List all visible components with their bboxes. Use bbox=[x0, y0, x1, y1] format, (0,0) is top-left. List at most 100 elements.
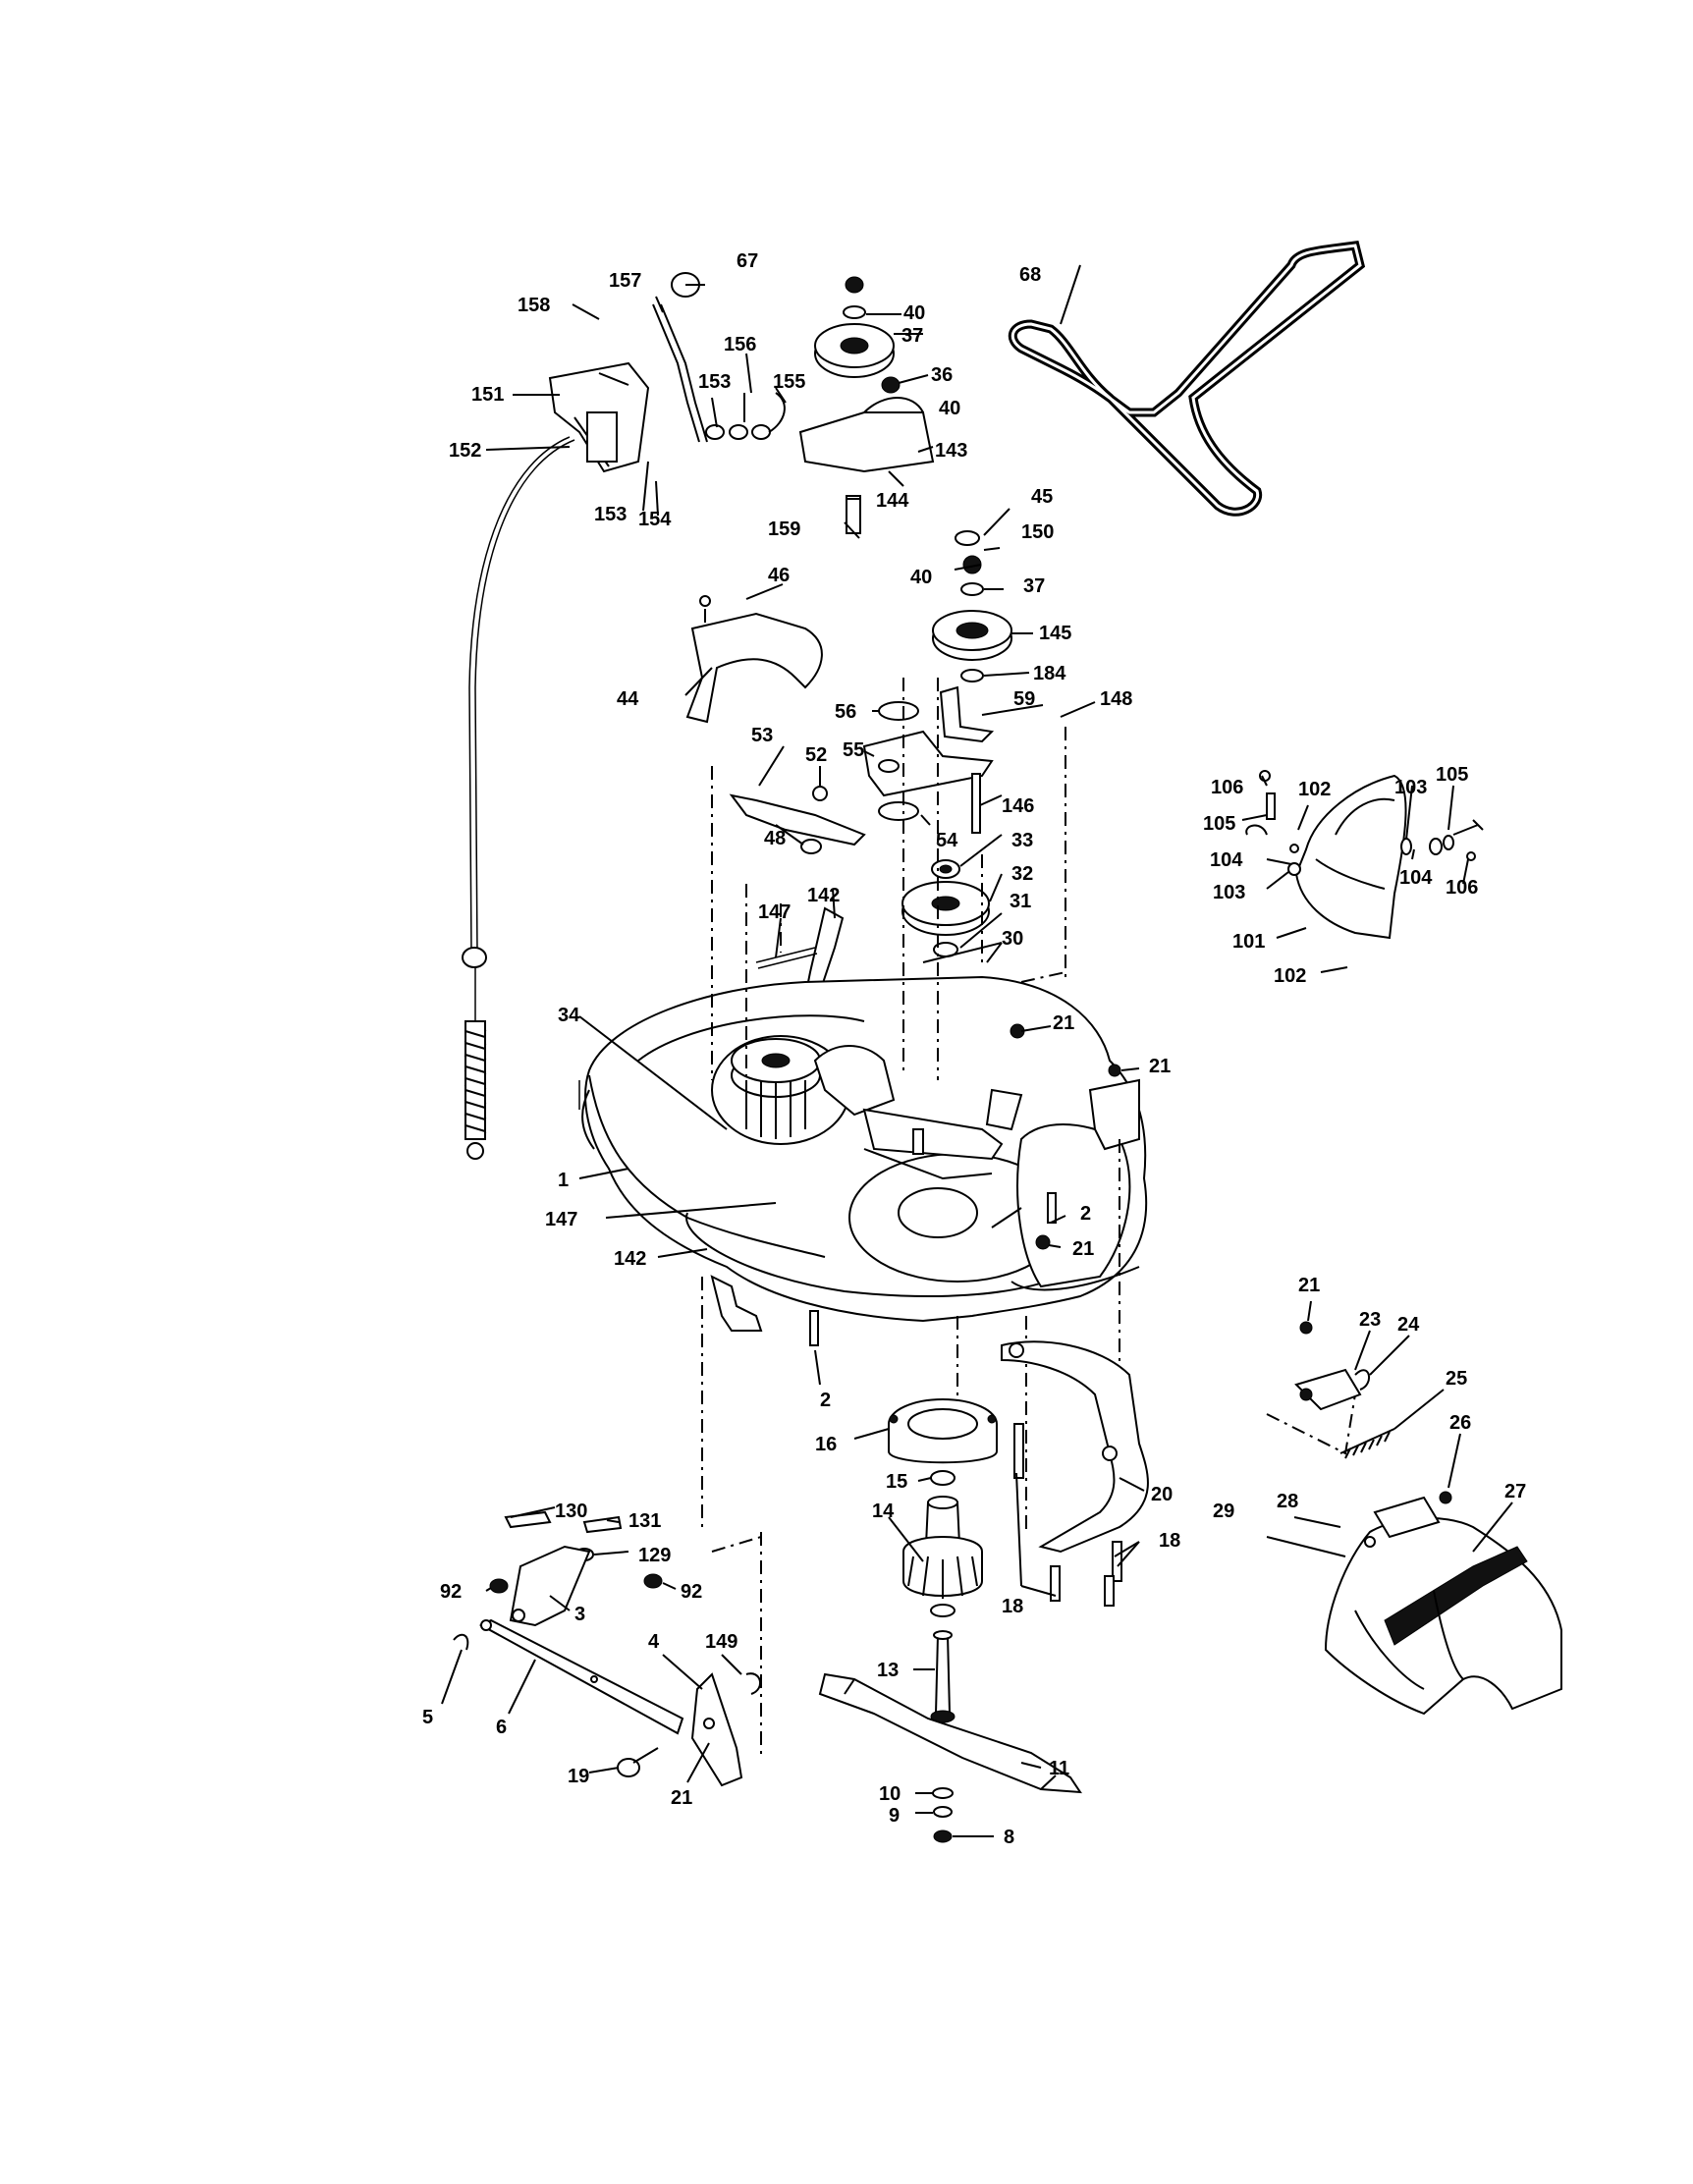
callout-9: 9 bbox=[889, 1805, 900, 1827]
callout-16: 16 bbox=[815, 1434, 837, 1455]
callout-131: 131 bbox=[628, 1510, 661, 1532]
callout-4: 4 bbox=[648, 1631, 660, 1653]
callout-18a: 18 bbox=[1159, 1530, 1180, 1552]
callout-102a: 102 bbox=[1298, 779, 1331, 800]
callout-21d: 21 bbox=[671, 1787, 692, 1809]
callout-106a: 106 bbox=[1211, 777, 1243, 798]
callout-11: 11 bbox=[1049, 1758, 1069, 1779]
callout-20: 20 bbox=[1151, 1484, 1173, 1505]
callout-21e: 21 bbox=[1298, 1275, 1320, 1296]
callout-14: 14 bbox=[872, 1501, 895, 1522]
callout-101: 101 bbox=[1232, 931, 1265, 953]
idler-arm-bracket bbox=[798, 397, 935, 534]
part-callouts: 67 157 158 156 153 155 151 152 153 154 4… bbox=[422, 250, 1526, 1848]
callout-21c: 21 bbox=[1072, 1238, 1094, 1260]
callout-46: 46 bbox=[768, 565, 790, 586]
callout-155: 155 bbox=[773, 371, 805, 393]
callout-40b: 40 bbox=[939, 398, 960, 419]
callout-92a: 92 bbox=[440, 1581, 462, 1603]
callout-45: 45 bbox=[1031, 486, 1053, 508]
callout-1: 1 bbox=[558, 1170, 569, 1191]
callout-52: 52 bbox=[805, 744, 827, 766]
callout-5: 5 bbox=[422, 1707, 433, 1728]
callout-3: 3 bbox=[574, 1604, 585, 1625]
callout-25: 25 bbox=[1446, 1368, 1467, 1390]
lift-lever-rod bbox=[652, 272, 708, 443]
stabilizer-rod bbox=[1001, 1340, 1149, 1554]
callout-149: 149 bbox=[705, 1631, 737, 1653]
callout-105a: 105 bbox=[1203, 813, 1235, 835]
callout-28: 28 bbox=[1277, 1491, 1298, 1512]
callout-142b: 142 bbox=[614, 1248, 646, 1270]
callout-30: 30 bbox=[1002, 928, 1023, 950]
callout-13: 13 bbox=[877, 1660, 899, 1681]
leader-lines bbox=[441, 264, 1513, 1837]
callout-130: 130 bbox=[555, 1501, 587, 1522]
callout-92b: 92 bbox=[681, 1581, 702, 1603]
drive-belt bbox=[1008, 240, 1366, 517]
callout-147b: 147 bbox=[545, 1209, 577, 1230]
callout-147a: 147 bbox=[758, 901, 791, 923]
callout-8: 8 bbox=[1004, 1827, 1014, 1848]
spindle-shaft bbox=[930, 1630, 956, 1723]
callout-19: 19 bbox=[568, 1766, 589, 1787]
deck-idler-assembly bbox=[813, 1045, 1023, 1180]
callout-157: 157 bbox=[609, 270, 641, 292]
callout-34: 34 bbox=[558, 1005, 580, 1026]
chute-spring-25 bbox=[1339, 1428, 1395, 1459]
callout-24: 24 bbox=[1397, 1314, 1420, 1336]
callout-53: 53 bbox=[751, 725, 773, 746]
lower-pulley-stack bbox=[901, 773, 990, 957]
callout-2a: 2 bbox=[1080, 1203, 1091, 1225]
spring-147 bbox=[755, 947, 818, 969]
callout-2b: 2 bbox=[820, 1390, 831, 1411]
callout-146: 146 bbox=[1002, 795, 1034, 817]
deflector-hardware bbox=[1245, 770, 1484, 876]
callout-148: 148 bbox=[1100, 688, 1132, 710]
callout-106b: 106 bbox=[1446, 877, 1478, 899]
arm-53 bbox=[729, 786, 866, 854]
center-pulley-stack bbox=[932, 530, 1012, 682]
callout-156: 156 bbox=[724, 334, 756, 355]
callout-150: 150 bbox=[1021, 521, 1054, 543]
callout-68: 68 bbox=[1019, 264, 1041, 286]
callout-152: 152 bbox=[449, 440, 481, 462]
callout-67: 67 bbox=[737, 250, 758, 272]
callout-154: 154 bbox=[638, 509, 672, 530]
callout-56: 56 bbox=[835, 701, 856, 723]
callout-55: 55 bbox=[843, 739, 864, 761]
callout-32: 32 bbox=[1011, 863, 1033, 885]
callout-33: 33 bbox=[1011, 830, 1033, 851]
link-bracket-3 bbox=[509, 1545, 591, 1627]
callout-21a: 21 bbox=[1053, 1012, 1074, 1034]
callout-48: 48 bbox=[764, 828, 786, 849]
callout-23: 23 bbox=[1359, 1309, 1381, 1331]
callout-102b: 102 bbox=[1274, 965, 1306, 987]
callout-158: 158 bbox=[518, 295, 550, 316]
chute-deflector-101 bbox=[1294, 774, 1407, 940]
bracket-59 bbox=[939, 685, 995, 743]
callout-37b: 37 bbox=[1023, 575, 1045, 597]
callout-27: 27 bbox=[1504, 1481, 1526, 1502]
lift-cable bbox=[462, 436, 575, 1160]
callout-184: 184 bbox=[1033, 663, 1066, 684]
mower-blade bbox=[818, 1672, 1082, 1794]
callout-29: 29 bbox=[1213, 1501, 1234, 1522]
callout-59: 59 bbox=[1013, 688, 1035, 710]
spindle-collar bbox=[888, 1398, 998, 1464]
callout-142a: 142 bbox=[807, 885, 840, 906]
callout-40a: 40 bbox=[903, 302, 925, 324]
lift-lever-bracket bbox=[548, 361, 650, 473]
discharge-chute bbox=[1266, 1491, 1562, 1716]
callout-31: 31 bbox=[1010, 891, 1031, 912]
chute-bracket-23 bbox=[1294, 1321, 1370, 1411]
callout-153b: 153 bbox=[594, 504, 627, 525]
callout-37a: 37 bbox=[901, 325, 923, 347]
callout-104a: 104 bbox=[1210, 849, 1243, 871]
callout-129: 129 bbox=[638, 1545, 671, 1566]
callout-21b: 21 bbox=[1149, 1056, 1171, 1077]
callout-104b: 104 bbox=[1399, 867, 1433, 889]
plate-55 bbox=[862, 701, 994, 821]
callout-10: 10 bbox=[879, 1783, 901, 1805]
lift-washers bbox=[705, 392, 786, 440]
